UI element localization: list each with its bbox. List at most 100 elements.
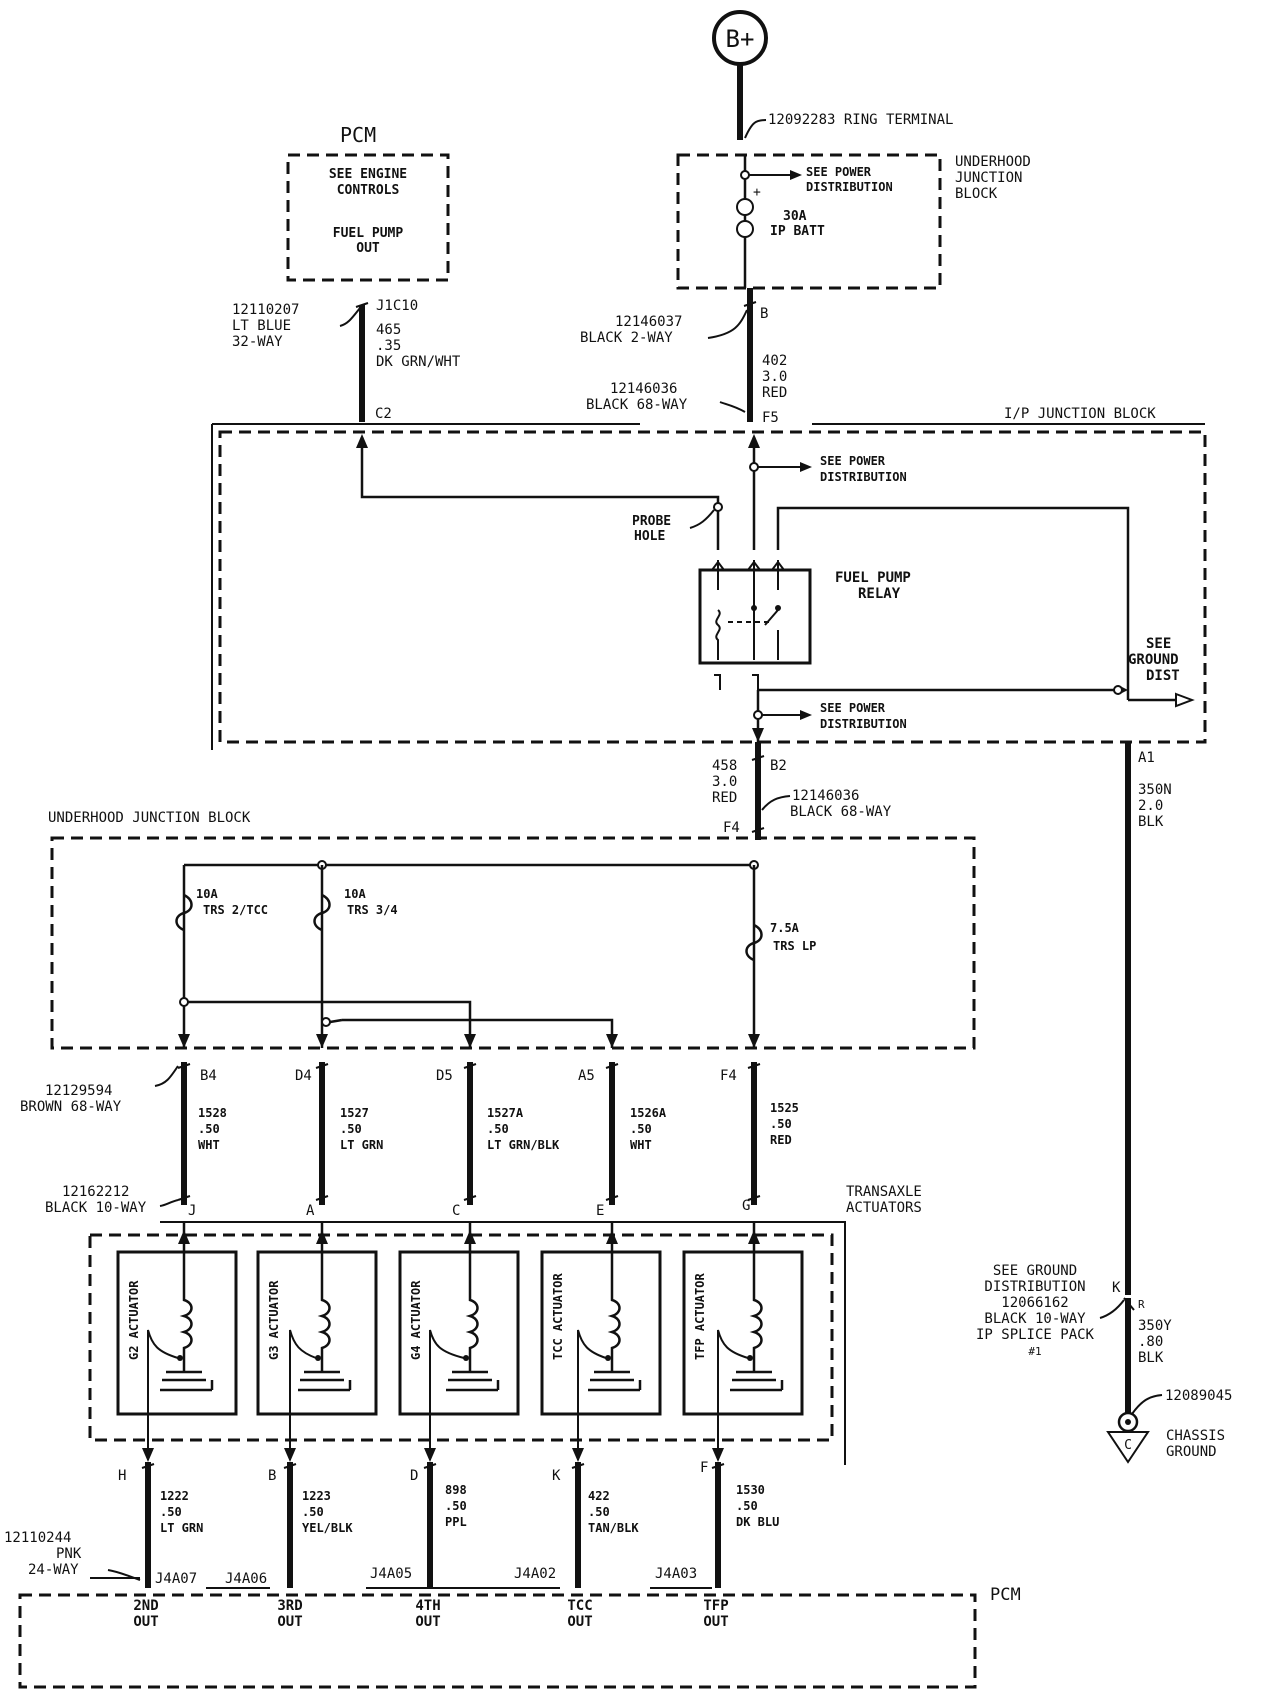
svg-text:PNK: PNK	[56, 1546, 82, 1562]
svg-text:BLOCK: BLOCK	[955, 186, 998, 202]
underhood-junction-block-top	[676, 153, 942, 290]
pcm-bottom-header-lines	[90, 1577, 712, 1589]
ip-ground-node	[1113, 685, 1123, 695]
svg-text:FUEL PUMP: FUEL PUMP	[333, 226, 404, 241]
arrow-up-icon	[748, 434, 760, 448]
svg-text:ACTUATORS: ACTUATORS	[846, 1200, 922, 1216]
bottom-wire-422: K 422 .50 TAN/BLK J4A02	[514, 1462, 639, 1588]
conn-c2: C2	[375, 406, 392, 422]
conn-pcm-label: 12110207 LT BLUE 32-WAY	[232, 302, 299, 350]
svg-text:RED: RED	[762, 385, 787, 401]
ub-branch-jump	[329, 1018, 343, 1024]
svg-text:CONTROLS: CONTROLS	[337, 183, 400, 198]
arrow-right-icon	[790, 170, 802, 180]
svg-text:LT GRN: LT GRN	[340, 1138, 383, 1152]
svg-text:B: B	[760, 306, 768, 322]
svg-text:12146036: 12146036	[610, 381, 677, 397]
actuator-4: TCC ACTUATOR	[540, 1222, 662, 1462]
svg-text:SEE ENGINE: SEE ENGINE	[329, 167, 407, 182]
conn-actuator-leader	[159, 1199, 179, 1207]
mid-wire-1525: F4 1525 .50 RED	[720, 1062, 799, 1205]
svg-text:.50: .50	[160, 1505, 182, 1519]
svg-text:10A: 10A	[196, 887, 218, 901]
svg-text:1223: 1223	[302, 1489, 331, 1503]
svg-text:.50: .50	[445, 1499, 467, 1513]
svg-text:402: 402	[762, 353, 787, 369]
svg-text:.50: .50	[588, 1505, 610, 1519]
svg-text:BLACK 10-WAY: BLACK 10-WAY	[984, 1311, 1086, 1327]
svg-text:TFP: TFP	[703, 1598, 728, 1614]
svg-text:.50: .50	[302, 1505, 324, 1519]
svg-text:BLACK 68-WAY: BLACK 68-WAY	[586, 397, 688, 413]
svg-text:F4: F4	[720, 1068, 737, 1084]
ip-junction-block-title: I/P JUNCTION BLOCK	[1004, 406, 1156, 422]
svg-text:SEE POWER: SEE POWER	[806, 165, 872, 179]
probe-hole-label: PROBE	[632, 514, 671, 529]
chassis-ground-icon: C	[1106, 1411, 1150, 1464]
bottom-wire-898: D 898 .50 PPL J4A05	[370, 1462, 467, 1588]
battery-terminal: B+	[712, 10, 768, 66]
svg-text:JUNCTION: JUNCTION	[955, 170, 1022, 186]
svg-text:A5: A5	[578, 1068, 595, 1084]
svg-text:LT GRN/BLK: LT GRN/BLK	[487, 1138, 560, 1152]
actuator-1: G2 ACTUATOR	[116, 1222, 238, 1462]
svg-text:.50: .50	[198, 1122, 220, 1136]
svg-text:BLACK 2-WAY: BLACK 2-WAY	[580, 330, 673, 346]
svg-text:C: C	[1124, 1438, 1132, 1453]
svg-text:RED: RED	[770, 1133, 792, 1147]
svg-text:1525: 1525	[770, 1101, 799, 1115]
svg-text:H: H	[118, 1468, 126, 1484]
actuator-label: TCC ACTUATOR	[551, 1273, 565, 1360]
svg-text:A: A	[306, 1203, 315, 1219]
svg-text:465: 465	[376, 322, 401, 338]
ground-splice-label: SEE GROUND DISTRIBUTION 12066162 BLACK 1…	[976, 1263, 1095, 1358]
svg-text:OUT: OUT	[567, 1614, 592, 1630]
mid-wire-1528: B4 1528 .50 WHT	[177, 1062, 227, 1205]
bottom-wire-1530: F 1530 .50 DK BLU J4A03	[655, 1460, 779, 1588]
svg-text:12066162: 12066162	[1001, 1295, 1068, 1311]
svg-text:DISTRIBUTION: DISTRIBUTION	[984, 1279, 1085, 1295]
svg-text:D4: D4	[295, 1068, 312, 1084]
svg-text:DISTRIBUTION: DISTRIBUTION	[820, 470, 907, 484]
svg-text:.80: .80	[1138, 1334, 1163, 1350]
ub-output-arrows	[178, 1034, 760, 1048]
svg-text:TAN/BLK: TAN/BLK	[588, 1521, 639, 1535]
ub-branch-node	[179, 997, 189, 1007]
svg-text:898: 898	[445, 1483, 467, 1497]
conn-b2-leader	[761, 795, 791, 811]
svg-text:OUT: OUT	[703, 1614, 728, 1630]
svg-text:OUT: OUT	[356, 241, 380, 256]
ip-feed-node	[749, 462, 759, 472]
relay-bottom-left	[714, 674, 721, 690]
svg-text:E: E	[596, 1203, 604, 1219]
conn-b2-mark	[751, 755, 765, 833]
svg-text:BLK: BLK	[1138, 1350, 1164, 1366]
arrow-right-icon	[800, 462, 812, 472]
svg-text:.35: .35	[376, 338, 401, 354]
fuse-7-5a-icon	[745, 923, 763, 962]
conn-b-mark	[743, 301, 757, 307]
svg-text:J: J	[188, 1203, 196, 1219]
svg-text:J4A07: J4A07	[155, 1571, 197, 1587]
svg-text:BROWN 68-WAY: BROWN 68-WAY	[20, 1099, 122, 1115]
svg-text:.50: .50	[736, 1499, 758, 1513]
svg-text:B4: B4	[200, 1068, 217, 1084]
svg-text:1527: 1527	[340, 1106, 369, 1120]
conn-brown-leader	[154, 1065, 179, 1087]
svg-text:OUT: OUT	[277, 1614, 302, 1630]
conn-pnk-leader	[107, 1569, 141, 1581]
actuator-outline	[160, 1221, 846, 1465]
svg-text:SEE: SEE	[1146, 636, 1171, 652]
svg-text:12110207: 12110207	[232, 302, 299, 318]
actuator-label: G4 ACTUATOR	[409, 1280, 423, 1360]
relay-bottom-mid	[752, 674, 759, 690]
actuator-label: G2 ACTUATOR	[127, 1280, 141, 1360]
ip-wire-465-internal	[360, 437, 720, 550]
svg-text:LT BLUE: LT BLUE	[232, 318, 291, 334]
svg-text:IP SPLICE PACK: IP SPLICE PACK	[976, 1327, 1095, 1343]
svg-text:350Y: 350Y	[1138, 1318, 1172, 1334]
svg-text:DISTRIBUTION: DISTRIBUTION	[806, 180, 893, 194]
svg-text:J4A02: J4A02	[514, 1566, 556, 1582]
chassis-ground-leader	[1131, 1394, 1163, 1415]
